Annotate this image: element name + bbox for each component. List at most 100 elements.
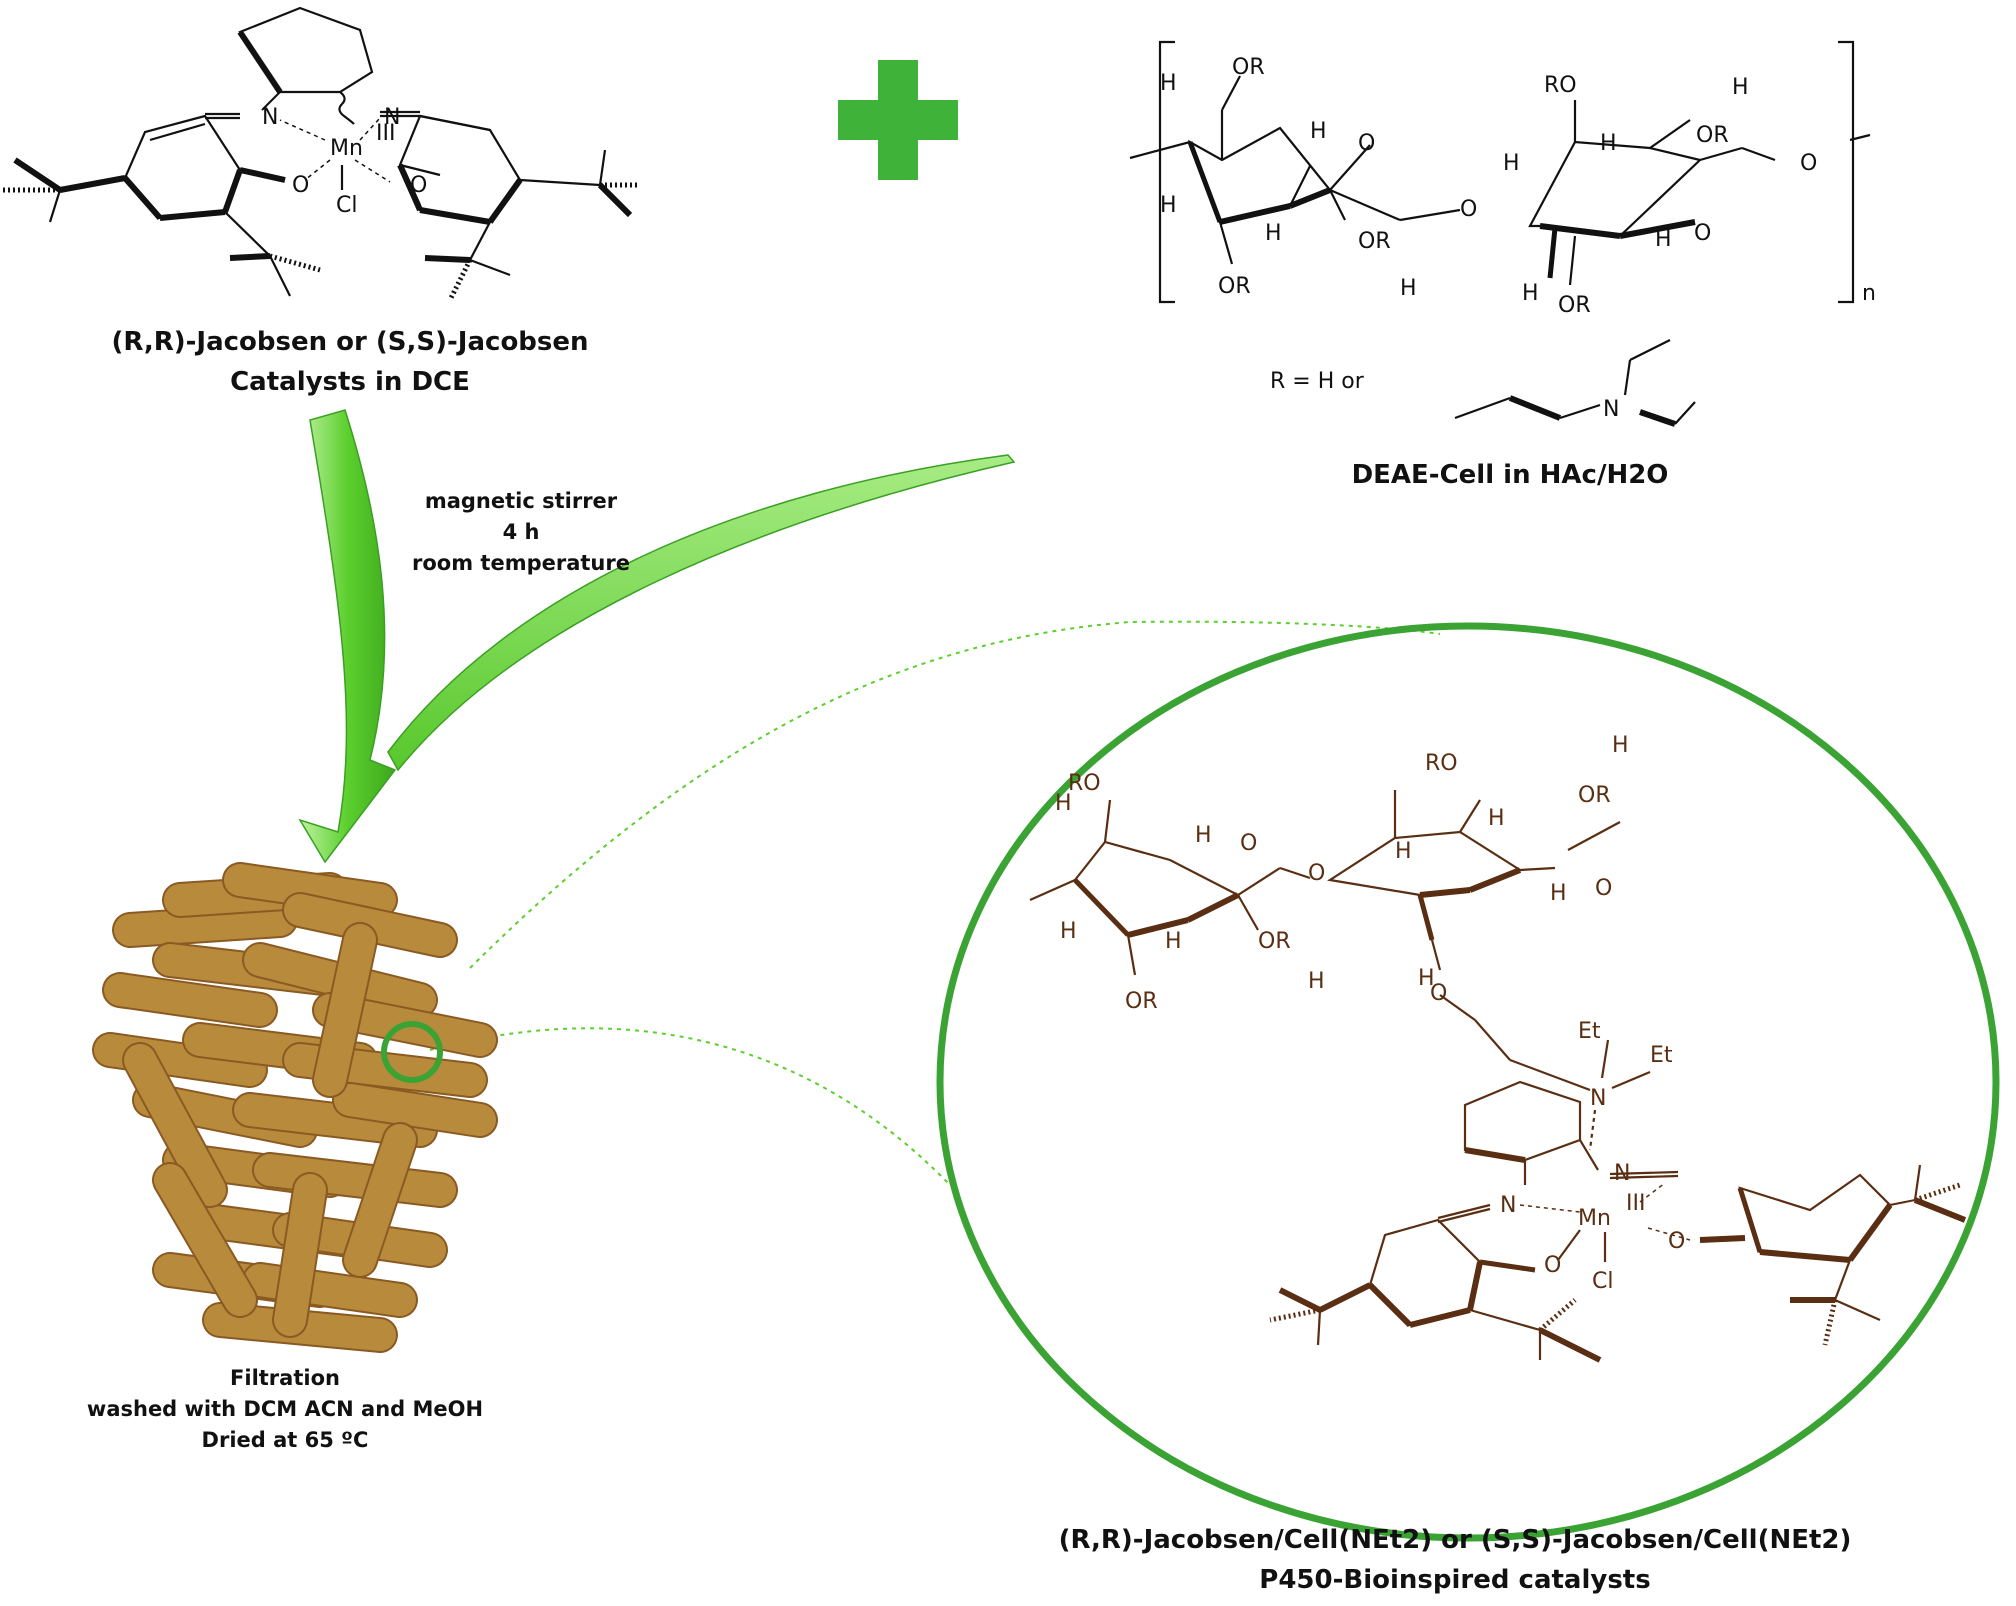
atom-or: OR — [1258, 929, 1291, 954]
conditions-line2: 4 h — [502, 520, 540, 544]
atom-o: O — [1544, 1253, 1561, 1278]
jacobsen-caption-line2: Catalysts in DCE — [230, 367, 470, 397]
product-caption-line1: (R,R)-Jacobsen/Cell(NEt2) or (S,S)-Jacob… — [1058, 1525, 1852, 1555]
product-structure — [1029, 790, 1967, 1363]
filtration-line3: Dried at 65 ºC — [201, 1428, 369, 1452]
atom-n-deae: N — [1603, 397, 1619, 422]
jacobsen-atom-labels: N N Mn III O O Cl — [262, 105, 427, 218]
product-atom-labels: RO H H O H H OR OR H O RO H OR H H H O H… — [1055, 733, 1685, 1294]
cellulose-caption: DEAE-Cell in HAc/H2O — [1300, 455, 1720, 495]
fiber-rod — [104, 974, 276, 1026]
atom-or: OR — [1232, 55, 1265, 80]
atom-h: H — [1400, 276, 1417, 301]
atom-o-left: O — [292, 173, 309, 198]
atom-h: H — [1600, 131, 1617, 156]
atom-h: H — [1550, 881, 1567, 906]
filtration-notes: Filtration washed with DCM ACN and MeOH … — [60, 1363, 510, 1456]
fiber-rod — [334, 1084, 496, 1136]
atom-o: O — [1460, 197, 1477, 222]
fiber-rod — [124, 1044, 226, 1206]
atom-o: O — [1308, 861, 1325, 886]
atom-or: OR — [1218, 274, 1251, 299]
atom-mn-oxidation: III — [376, 121, 395, 146]
product-caption: (R,R)-Jacobsen/Cell(NEt2) or (S,S)-Jacob… — [960, 1520, 1950, 1600]
atom-n-right: N — [384, 105, 400, 130]
atom-h: H — [1655, 227, 1672, 252]
fiber-rod — [314, 924, 376, 1096]
jacobsen-caption: (R,R)-Jacobsen or (S,S)-Jacobsen Catalys… — [70, 322, 630, 402]
atom-ro: RO — [1544, 73, 1577, 98]
atom-cl: Cl — [1592, 1269, 1613, 1294]
atom-ro: RO — [1068, 771, 1101, 796]
atom-o: O — [1430, 981, 1447, 1006]
cyclohexane-ring — [238, 6, 374, 94]
fiber-rod — [154, 1164, 256, 1316]
cellulose-caption-text: DEAE-Cell in HAc/H2O — [1351, 460, 1669, 490]
fiber-rod — [284, 894, 456, 956]
atom-h: H — [1195, 823, 1212, 848]
atom-o: O — [1240, 831, 1257, 856]
atom-h: H — [1160, 71, 1177, 96]
atom-n: N — [1500, 1193, 1516, 1218]
atom-ro: RO — [1425, 751, 1458, 776]
zoom-connectors — [429, 620, 1441, 1186]
atom-h: H — [1395, 839, 1412, 864]
fiber-rod — [224, 864, 396, 916]
product-caption-line2: P450-Bioinspired catalysts — [1259, 1565, 1651, 1595]
atom-et: Et — [1578, 1019, 1601, 1044]
atom-h: H — [1060, 919, 1077, 944]
atom-or: OR — [1125, 989, 1158, 1014]
atom-mn-oxidation: III — [1626, 1191, 1645, 1216]
reaction-arrow-right — [387, 454, 1016, 772]
atom-h: H — [1310, 119, 1327, 144]
atom-h: H — [1612, 733, 1629, 758]
atom-n: N — [1590, 1086, 1606, 1111]
atom-h: H — [1160, 193, 1177, 218]
atom-h: H — [1418, 966, 1435, 991]
atom-et: Et — [1650, 1043, 1673, 1068]
jacobsen-caption-line1: (R,R)-Jacobsen or (S,S)-Jacobsen — [111, 327, 589, 357]
atom-cl: Cl — [336, 193, 357, 218]
atom-o: O — [1358, 131, 1375, 156]
atom-o: O — [1694, 221, 1711, 246]
atom-n: N — [1614, 1161, 1630, 1186]
atom-h: H — [1055, 791, 1072, 816]
atom-or: OR — [1358, 229, 1391, 254]
fiber-rod — [274, 1174, 326, 1336]
cellulose-fiber-bundle — [92, 862, 498, 1353]
atom-o: O — [1668, 1229, 1685, 1254]
reaction-conditions: magnetic stirrer 4 h room temperature — [396, 486, 646, 579]
fiber-rod — [344, 1124, 416, 1276]
atom-h: H — [1488, 806, 1505, 831]
jacobsen-structure — [0, 6, 640, 302]
atom-n-left: N — [262, 105, 278, 130]
fiber-rod — [114, 904, 296, 946]
atom-or: OR — [1696, 123, 1729, 148]
atom-h: H — [1522, 281, 1539, 306]
filtration-line1: Filtration — [230, 1366, 340, 1390]
r-definition: R = H or — [1270, 369, 1365, 394]
atom-o: O — [1595, 876, 1612, 901]
plus-icon — [838, 60, 958, 180]
atom-h: H — [1165, 929, 1182, 954]
atom-or: OR — [1558, 293, 1591, 318]
atom-or: OR — [1578, 783, 1611, 808]
atom-o: O — [1800, 151, 1817, 176]
fiber-rod — [254, 1154, 456, 1206]
reaction-arrow-left — [298, 409, 397, 864]
atom-mn: Mn — [330, 136, 363, 161]
atom-h: H — [1732, 75, 1749, 100]
cellulose-atom-labels: OR H H O H H OR OR H O RO H OR H H O H O… — [1160, 55, 1876, 422]
atom-o-right: O — [410, 173, 427, 198]
zoom-marker-circle — [381, 1021, 443, 1083]
atom-h: H — [1308, 969, 1325, 994]
cellulose-structure — [1129, 40, 1871, 427]
atom-h: H — [1503, 151, 1520, 176]
atom-h: H — [1265, 221, 1282, 246]
conditions-line1: magnetic stirrer — [424, 489, 618, 513]
atom-mn: Mn — [1578, 1206, 1611, 1231]
repeat-unit-n: n — [1862, 281, 1876, 306]
filtration-line2: washed with DCM ACN and MeOH — [86, 1397, 484, 1421]
zoom-circle — [936, 622, 2000, 1542]
